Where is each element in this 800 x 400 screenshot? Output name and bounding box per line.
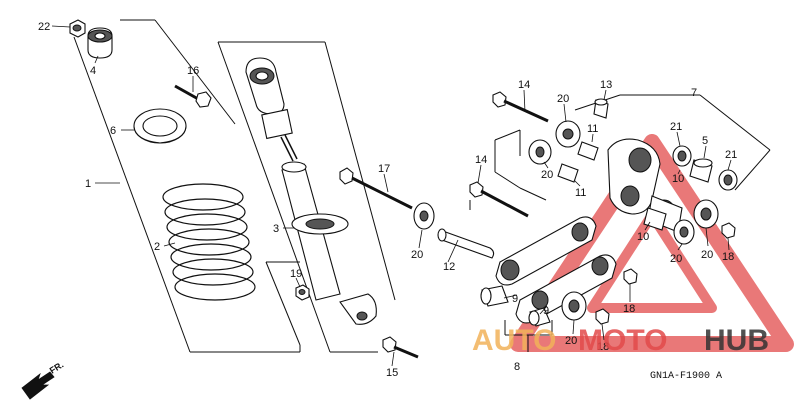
cushion-connecting-rod-part-8 <box>495 216 617 324</box>
bearing-part-10-a <box>643 207 667 231</box>
callout-11: 11 <box>587 123 598 135</box>
washer-part-20-mid <box>528 139 552 165</box>
diagram-code: GN1A-F1900 A <box>650 371 722 382</box>
washer-part-20-left <box>413 202 435 230</box>
washer-part-20-right <box>693 199 719 229</box>
callout-20: 20 <box>411 249 423 261</box>
callout-20: 20 <box>565 335 577 347</box>
callout-4: 4 <box>90 65 96 77</box>
callout-15: 15 <box>386 367 398 379</box>
watermark-logo: AUTO MOTO HUB <box>472 324 769 357</box>
callout-2: 2 <box>154 241 160 253</box>
spring-seat-part-6 <box>133 108 187 144</box>
collar-part-12 <box>437 228 495 259</box>
shock-body-frame <box>217 41 396 353</box>
callout-12: 12 <box>443 261 455 273</box>
callout-8: 8 <box>514 361 520 373</box>
shock-absorber-part-3 <box>245 57 377 325</box>
bearing-part-10-b <box>673 219 695 245</box>
bearing-part-5 <box>689 158 713 183</box>
bolt-part-14-bottom <box>469 181 529 218</box>
watermark-text-part2: MOTO <box>578 324 667 357</box>
leader-lines <box>51 25 732 367</box>
linkage-frame <box>469 94 771 352</box>
callout-20: 20 <box>670 253 682 265</box>
washer-part-20-lower <box>561 291 587 321</box>
collar-part-13 <box>593 98 609 119</box>
callout-20: 20 <box>557 93 569 105</box>
front-direction-indicator: FR. <box>21 360 66 400</box>
callout-3: 3 <box>273 223 279 235</box>
nut-part-18-c <box>595 308 610 325</box>
direction-label: FR. <box>48 360 66 376</box>
callout-10: 10 <box>637 231 649 243</box>
callout-18: 18 <box>722 251 734 263</box>
callout-13: 13 <box>600 79 612 91</box>
callout-21: 21 <box>670 121 682 133</box>
callout-labels: 22 4 16 6 1 2 3 19 17 20 12 15 14 20 13 … <box>38 21 737 379</box>
callout-22: 22 <box>38 21 50 33</box>
spring-part-2 <box>162 183 256 301</box>
callout-14: 14 <box>475 154 487 166</box>
arrow-icon <box>21 371 55 400</box>
collar-part-9-a <box>480 285 509 307</box>
seal-part-21-a <box>672 145 692 167</box>
watermark-text-part3: HUB <box>704 324 769 357</box>
seal-part-21-b <box>718 169 738 191</box>
callout-1: 1 <box>85 178 91 190</box>
bushing-part-4 <box>87 27 113 59</box>
callout-18: 18 <box>623 303 635 315</box>
callout-6: 6 <box>110 125 116 137</box>
collar-part-11-b <box>557 163 579 183</box>
callout-14: 14 <box>518 79 530 91</box>
shock-assembly-frame <box>73 19 301 353</box>
collar-part-11-a <box>577 141 599 161</box>
collar-part-9-b <box>528 307 551 327</box>
callout-18: 18 <box>597 341 609 353</box>
callout-9: 9 <box>543 305 549 317</box>
bolt-part-14-top <box>492 91 549 123</box>
callout-20: 20 <box>701 249 713 261</box>
nut-part-18-b <box>623 268 638 285</box>
callout-10: 10 <box>672 173 684 185</box>
nut-part-19 <box>295 284 310 301</box>
callout-21: 21 <box>725 149 737 161</box>
callout-7: 7 <box>691 87 697 99</box>
callout-20: 20 <box>541 169 553 181</box>
washer-part-20-upper <box>555 120 581 148</box>
watermark-text-part1: AUTO <box>472 324 556 357</box>
bolt-part-17 <box>339 167 413 210</box>
nut-part-18-a <box>721 222 736 239</box>
bolt-part-15 <box>382 336 419 359</box>
cushion-arm-part-7 <box>607 138 683 233</box>
callout-16: 16 <box>187 65 199 77</box>
callout-5: 5 <box>702 135 708 147</box>
nut-part-22 <box>69 19 86 38</box>
callout-11: 11 <box>575 187 586 199</box>
callout-19: 19 <box>290 268 302 280</box>
collar-frame <box>265 261 301 346</box>
bolt-part-16 <box>174 84 212 108</box>
callout-9: 9 <box>512 293 518 305</box>
callout-17: 17 <box>378 163 390 175</box>
